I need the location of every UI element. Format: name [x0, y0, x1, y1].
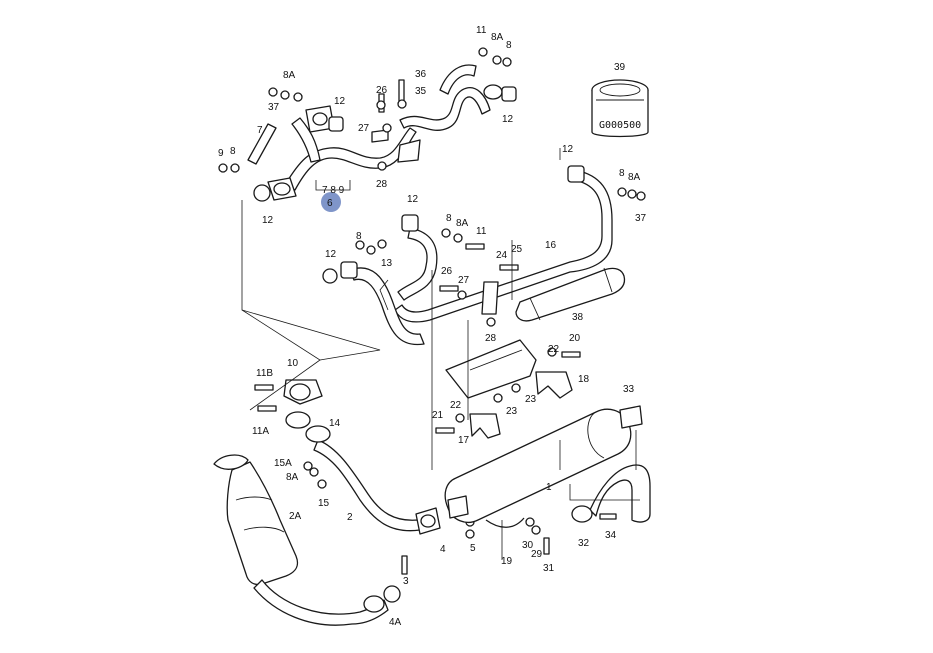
heat-shield-38	[515, 267, 626, 322]
label-29: 29	[531, 549, 543, 560]
tail-pipe-32	[571, 464, 651, 523]
flange-10-group	[254, 379, 323, 429]
highlight-marker	[321, 192, 341, 212]
label-27-a: 27	[358, 123, 370, 134]
label-16: 16	[545, 240, 557, 251]
label-12-e: 12	[407, 194, 419, 205]
label-28-b: 28	[485, 333, 497, 344]
label-38: 38	[572, 312, 584, 323]
label-8-a: 8	[230, 146, 236, 157]
label-37-b: 37	[635, 213, 647, 224]
label-13: 13	[381, 258, 393, 269]
label-1: 1	[546, 482, 552, 493]
label-8A-e: 8A	[286, 472, 299, 483]
label-32: 32	[578, 538, 590, 549]
rear-silencer-1	[444, 405, 643, 555]
label-3: 3	[403, 576, 409, 587]
label-11B: 11B	[256, 368, 273, 379]
label-11-a: 11	[476, 25, 487, 36]
group-label-7-8-9: 7 8 9	[322, 185, 345, 196]
label-11-b: 11	[476, 226, 487, 237]
label-15A: 15A	[274, 458, 292, 469]
label-14: 14	[329, 418, 341, 429]
front-exhaust-pipe-group	[218, 79, 421, 202]
label-20: 20	[569, 333, 581, 344]
label-35: 35	[415, 86, 427, 97]
label-8A-d: 8A	[456, 218, 469, 229]
label-25: 25	[511, 244, 523, 255]
label-2: 2	[347, 512, 353, 523]
label-4: 4	[440, 544, 446, 555]
label-7-a: 7	[257, 125, 263, 136]
label-12-d: 12	[562, 144, 574, 155]
part-39-bushing: G000500	[591, 79, 649, 138]
label-22-b: 22	[450, 400, 462, 411]
label-26-a: 26	[376, 85, 388, 96]
label-21: 21	[432, 410, 444, 421]
label-37-a: 37	[268, 102, 280, 113]
label-12-b: 12	[262, 215, 274, 226]
label-33: 33	[623, 384, 635, 395]
label-15: 15	[318, 498, 330, 509]
front-pipe-2-and-catalyst	[213, 425, 475, 626]
label-18: 18	[578, 374, 590, 385]
part-number-labels: 8A 37 7 9 8 12 12 26 36 35 27 28 11 8A 8…	[218, 25, 647, 628]
label-4A: 4A	[389, 617, 402, 628]
label-24: 24	[496, 250, 508, 261]
label-23-a: 23	[525, 394, 537, 405]
label-8-d: 8	[446, 213, 452, 224]
label-39: 39	[614, 62, 626, 73]
label-19: 19	[501, 556, 513, 567]
intermediate-pipe-group	[322, 214, 519, 346]
label-30: 30	[522, 540, 534, 551]
label-8A-a: 8A	[283, 70, 296, 81]
label-12-a: 12	[334, 96, 346, 107]
label-11A: 11A	[252, 426, 269, 437]
label-27-b: 27	[458, 275, 470, 286]
bracket-assembly	[435, 339, 581, 439]
label-8-e: 8	[356, 231, 362, 242]
label-12-f: 12	[325, 249, 337, 260]
label-23-b: 23	[506, 406, 518, 417]
label-2A: 2A	[289, 511, 302, 522]
label-22-a: 22	[548, 344, 560, 355]
label-36: 36	[415, 69, 427, 80]
label-9-a: 9	[218, 148, 224, 159]
label-17: 17	[458, 435, 470, 446]
label-8-b: 8	[506, 40, 512, 51]
label-10: 10	[287, 358, 299, 369]
label-6-highlighted: 6	[327, 198, 333, 209]
crossover-pipe-group	[399, 47, 517, 131]
label-5: 5	[470, 543, 476, 554]
label-28-a: 28	[376, 179, 388, 190]
label-8A-c: 8A	[628, 172, 641, 183]
label-8A-b: 8A	[491, 32, 504, 43]
leader-lines	[241, 148, 640, 560]
product-code-label: G000500	[599, 120, 641, 131]
label-26-b: 26	[441, 266, 453, 277]
label-34: 34	[605, 530, 617, 541]
label-12-c: 12	[502, 114, 514, 125]
label-31: 31	[543, 563, 555, 574]
label-8-c: 8	[619, 168, 625, 179]
